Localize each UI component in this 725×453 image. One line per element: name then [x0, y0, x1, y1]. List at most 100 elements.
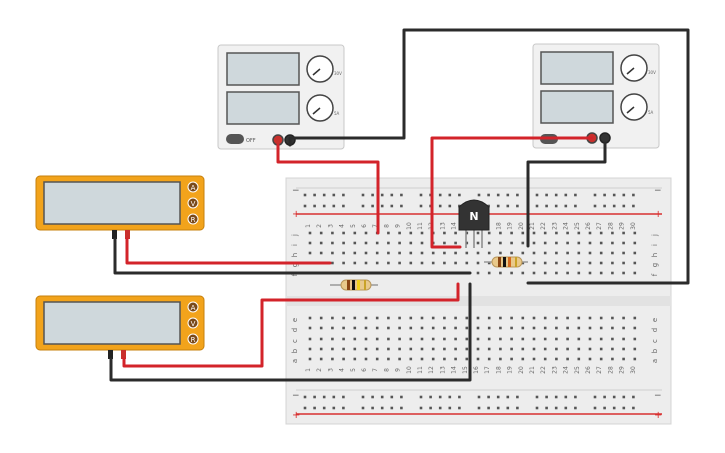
strip-hole-c[interactable]	[465, 337, 469, 341]
rail-hole[interactable]	[303, 406, 307, 410]
strip-hole-i[interactable]	[443, 241, 446, 245]
rail-hole[interactable]	[477, 395, 481, 399]
strip-hole-i[interactable]	[499, 241, 502, 245]
rail-hole[interactable]	[371, 193, 374, 197]
wire-black-supply-right-to-board[interactable]	[526, 141, 607, 248]
strip-hole-e[interactable]	[465, 316, 469, 320]
rail-hole[interactable]	[332, 395, 336, 399]
strip-hole-c[interactable]	[633, 337, 637, 341]
strip-hole-g[interactable]	[577, 261, 581, 265]
strip-hole-d[interactable]	[375, 326, 379, 330]
rail-hole[interactable]	[419, 395, 423, 399]
strip-hole-h[interactable]	[319, 251, 323, 255]
power-supply-left-power-toggle[interactable]	[226, 134, 244, 144]
strip-hole-c[interactable]	[543, 337, 547, 341]
strip-hole-c[interactable]	[364, 337, 368, 341]
rail-hole[interactable]	[429, 406, 432, 410]
strip-hole-c[interactable]	[375, 337, 379, 341]
strip-hole-a[interactable]	[331, 357, 334, 361]
strip-hole-e[interactable]	[375, 316, 379, 320]
strip-hole-a[interactable]	[308, 357, 312, 361]
strip-hole-c[interactable]	[387, 337, 390, 341]
power-supply-left[interactable]: 30V 5A OFF	[217, 44, 345, 150]
multimeter-top-mode-v[interactable]	[187, 197, 199, 209]
rail-hole[interactable]	[496, 395, 500, 399]
rail-hole[interactable]	[612, 406, 616, 410]
strip-hole-i[interactable]	[487, 241, 491, 245]
strip-hole-b[interactable]	[555, 347, 558, 351]
strip-hole-d[interactable]	[420, 326, 424, 330]
power-supply-right[interactable]: 30V 5A	[532, 43, 660, 149]
strip-hole-c[interactable]	[588, 337, 592, 341]
strip-hole-b[interactable]	[499, 347, 502, 351]
wires[interactable]	[109, 28, 690, 382]
strip-hole-j[interactable]	[566, 231, 569, 235]
strip-hole-b[interactable]	[622, 347, 625, 351]
strip-hole-f[interactable]	[599, 271, 603, 275]
strip-hole-b[interactable]	[633, 347, 637, 351]
strip-hole-c[interactable]	[476, 337, 480, 341]
strip-hole-d[interactable]	[577, 326, 581, 330]
strip-hole-d[interactable]	[331, 326, 334, 330]
strip-hole-j[interactable]	[342, 231, 345, 235]
rail-hole[interactable]	[438, 406, 442, 410]
strip-hole-i[interactable]	[454, 241, 457, 245]
strip-hole-b[interactable]	[566, 347, 569, 351]
strip-hole-c[interactable]	[409, 337, 413, 341]
strip-hole-g[interactable]	[431, 261, 435, 265]
rail-hole[interactable]	[593, 406, 597, 410]
strip-hole-h[interactable]	[577, 251, 581, 255]
strip-hole-g[interactable]	[476, 261, 480, 265]
resistor-2[interactable]	[484, 256, 528, 268]
rail-hole[interactable]	[371, 406, 374, 410]
strip-hole-h[interactable]	[555, 251, 558, 255]
rail-hole[interactable]	[554, 193, 558, 197]
strip-hole-j[interactable]	[532, 231, 536, 235]
resistor-1[interactable]	[330, 279, 378, 291]
strip-hole-i[interactable]	[364, 241, 368, 245]
strip-hole-b[interactable]	[308, 347, 312, 351]
strip-hole-a[interactable]	[543, 357, 547, 361]
rail-hole[interactable]	[603, 193, 606, 197]
strip-hole-e[interactable]	[611, 316, 614, 320]
wire-black-multimeter-bottom[interactable]	[109, 282, 472, 382]
strip-hole-b[interactable]	[521, 347, 525, 351]
strip-hole-a[interactable]	[431, 357, 435, 361]
strip-hole-d[interactable]	[342, 326, 345, 330]
strip-hole-g[interactable]	[622, 261, 625, 265]
strip-hole-c[interactable]	[566, 337, 569, 341]
rail-hole[interactable]	[448, 204, 452, 208]
strip-hole-i[interactable]	[353, 241, 357, 245]
strip-hole-a[interactable]	[555, 357, 558, 361]
rail-hole[interactable]	[390, 406, 394, 410]
strip-hole-i[interactable]	[633, 241, 637, 245]
strip-hole-i[interactable]	[611, 241, 614, 245]
strip-hole-c[interactable]	[342, 337, 345, 341]
rail-hole[interactable]	[516, 204, 519, 208]
rail-hole[interactable]	[477, 406, 481, 410]
strip-hole-e[interactable]	[577, 316, 581, 320]
strip-hole-f[interactable]	[476, 271, 480, 275]
rail-hole[interactable]	[545, 395, 548, 399]
strip-hole-h[interactable]	[532, 251, 536, 255]
rail-hole[interactable]	[438, 204, 442, 208]
strip-hole-e[interactable]	[331, 316, 334, 320]
strip-hole-d[interactable]	[566, 326, 569, 330]
strip-hole-g[interactable]	[599, 261, 603, 265]
strip-hole-g[interactable]	[420, 261, 424, 265]
strip-hole-b[interactable]	[487, 347, 491, 351]
rail-hole[interactable]	[322, 395, 326, 399]
strip-hole-g[interactable]	[532, 261, 536, 265]
strip-hole-e[interactable]	[510, 316, 513, 320]
strip-hole-a[interactable]	[319, 357, 323, 361]
strip-hole-h[interactable]	[487, 251, 491, 255]
strip-hole-h[interactable]	[543, 251, 547, 255]
rail-hole[interactable]	[603, 395, 606, 399]
strip-hole-c[interactable]	[555, 337, 558, 341]
rail-hole[interactable]	[303, 204, 307, 208]
strip-hole-c[interactable]	[454, 337, 457, 341]
rail-hole[interactable]	[313, 406, 316, 410]
strip-hole-i[interactable]	[308, 241, 312, 245]
strip-hole-c[interactable]	[611, 337, 614, 341]
strip-hole-j[interactable]	[308, 231, 312, 235]
